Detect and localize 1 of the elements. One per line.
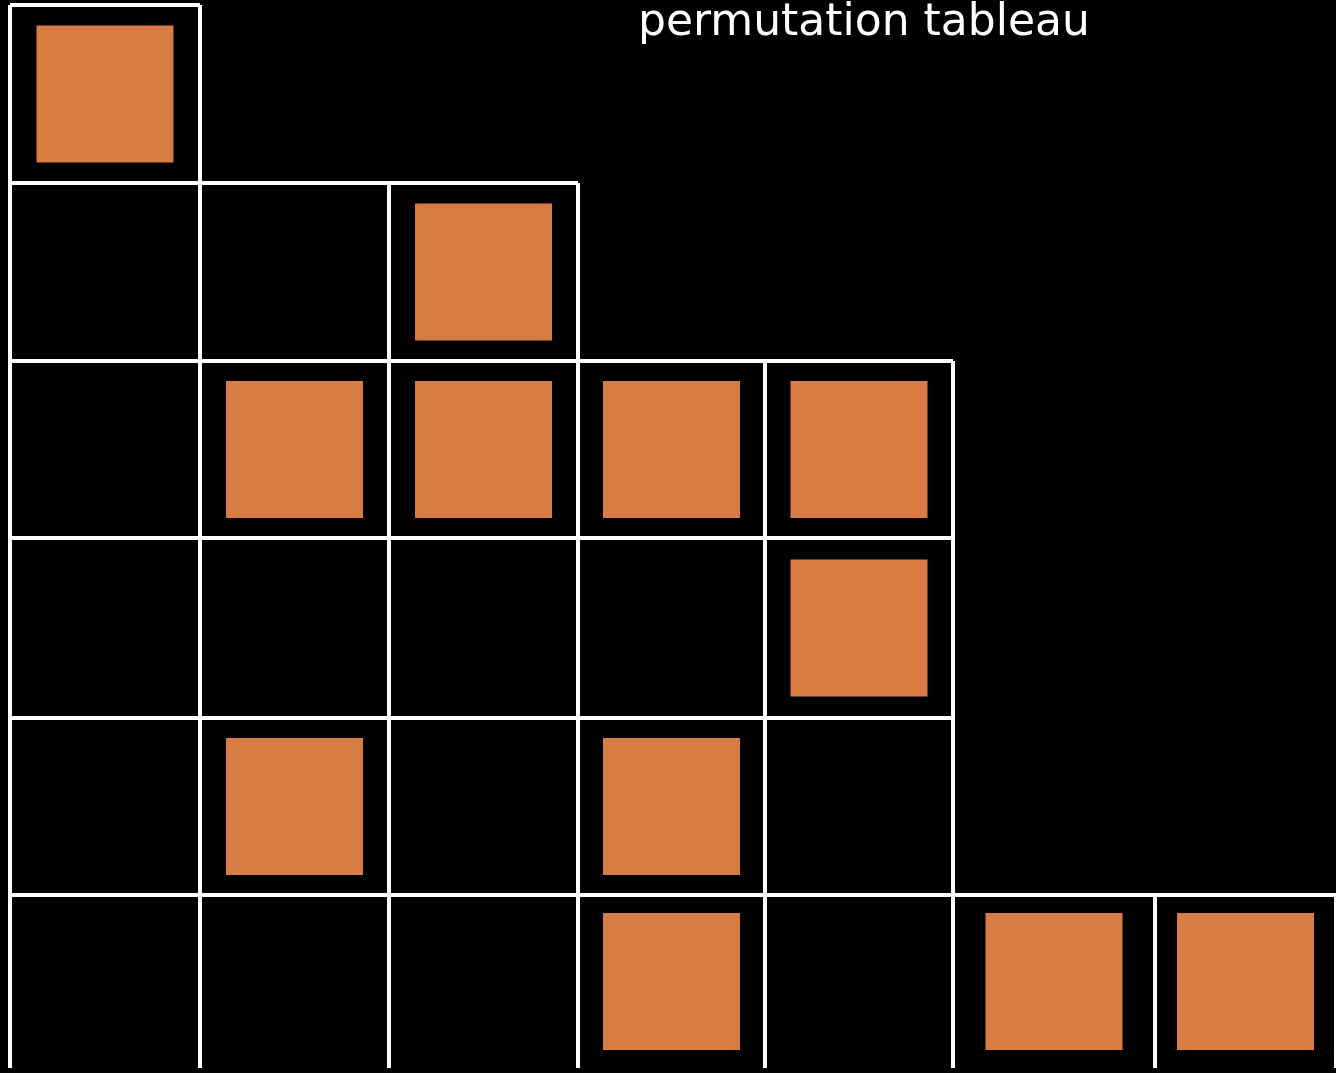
title: permutation tableau	[638, 0, 1090, 46]
